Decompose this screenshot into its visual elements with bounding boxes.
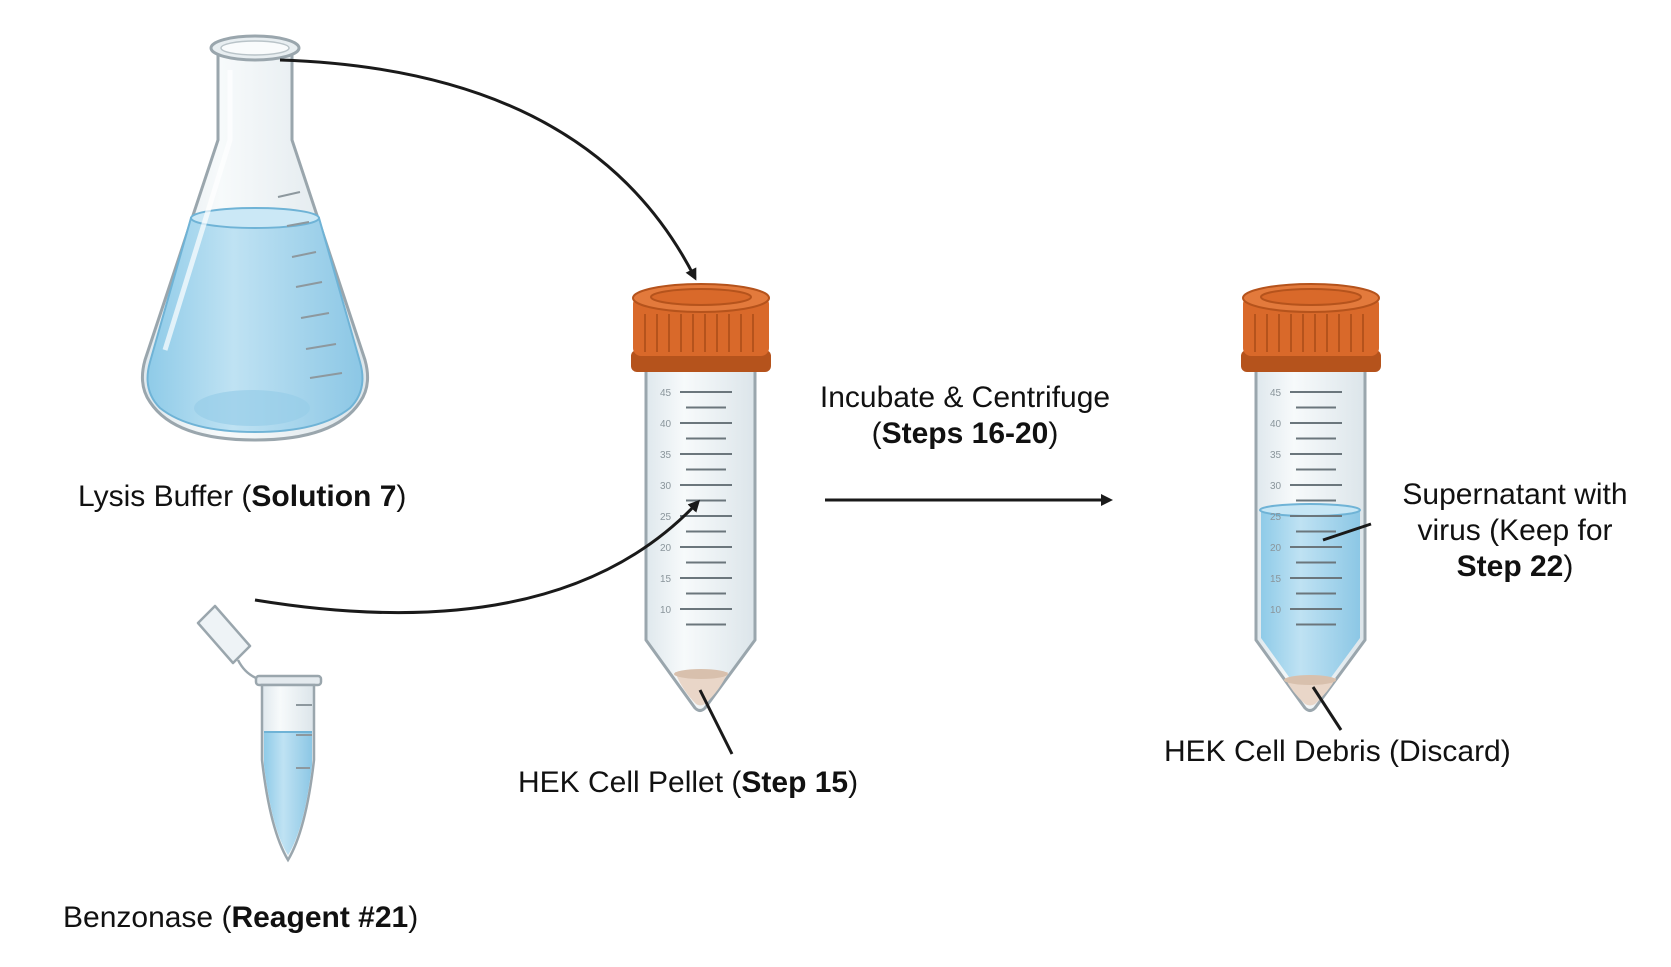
graduation-number: 40 [660,419,672,430]
arrow-lysis-to-tube [279,58,697,281]
graduation-number: 35 [1270,450,1282,461]
graduation-number: 30 [660,481,672,492]
flask-liquid [146,217,364,434]
graduation-number: 45 [660,388,672,399]
arrow-benzonase-to-tube [254,499,701,615]
cell-debris-label: HEK Cell Debris (Discard) [1164,735,1511,768]
pointer-debris [1311,686,1343,731]
graduation-number: 40 [1270,419,1282,430]
graduation-number: 15 [1270,574,1282,585]
graduation-number: 45 [1270,388,1282,399]
tube-graduations: 45 40 35 30 25 20 15 10 [660,388,732,626]
benzonase-label: Benzonase (Reagent #21) [63,901,419,934]
graduation-number: 20 [660,543,672,554]
graduation-number: 35 [660,450,672,461]
flask-icon [140,34,370,442]
microtube-icon [196,604,323,863]
graduation-number: 30 [1270,481,1282,492]
cell-pellet-label: HEK Cell Pellet (Step 15) [518,766,859,799]
graduation-number: 25 [660,512,672,523]
graduation-number: 25 [1270,512,1282,523]
supernatant-label: Supernatant with virus (Keep for Step 22… [1402,478,1628,583]
supernatant-liquid [1261,510,1360,704]
pointer-pellet [698,689,734,755]
graduation-number: 10 [660,605,672,616]
conical-tube-pellet-icon: 45 40 35 30 25 20 15 10 [631,283,771,712]
graduation-number: 10 [1270,605,1282,616]
graduation-number: 15 [660,574,672,585]
conical-tube-supernatant-icon: 45 40 35 30 25 20 15 10 [1241,283,1381,712]
graduation-number: 20 [1270,543,1282,554]
lysis-buffer-label: Lysis Buffer (Solution 7) [78,480,407,513]
pointer-supernatant [1322,522,1372,542]
process-label: Incubate & Centrifuge (Steps 16-20) [819,381,1111,450]
tube-graduations: 45 40 35 30 25 20 15 10 [1270,388,1342,626]
